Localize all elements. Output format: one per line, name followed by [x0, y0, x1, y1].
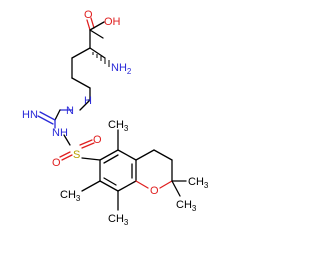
bond-co	[89, 29, 104, 39]
ring-bond-2	[117, 149, 137, 161]
ring-bond-5	[99, 180, 119, 192]
bond-chain-3	[71, 77, 91, 89]
bond-s-o-right-b	[81, 142, 95, 149]
label-n-h-top: H	[84, 95, 92, 107]
bond-nh-s	[63, 134, 71, 146]
methyl-bonds	[81, 129, 119, 211]
label-o-carbonyl: O	[84, 9, 93, 21]
ring-bond-4	[117, 180, 137, 192]
bond-c-o-double-b	[90, 17, 95, 29]
bond-c-o-double-a	[86, 19, 91, 31]
ring-inner-1	[103, 154, 119, 164]
bond-chain-n	[79, 99, 91, 111]
bond-s-ring	[81, 157, 101, 161]
label-o-sulfonyl-right: O	[93, 134, 102, 146]
label-n-guanidine: N	[66, 105, 74, 117]
pyran-bond-1	[135, 149, 155, 161]
label-ch3-bottom: CH3	[108, 213, 129, 227]
label-o-sulfonyl-left: O	[52, 157, 61, 169]
sulfonyl-bonds	[59, 139, 101, 161]
label-nh-sulfonyl: NH	[52, 127, 68, 139]
pyran-bond-5	[135, 180, 149, 189]
atom-labels: OH O NH2 H N HN NH S O O CH3 CH3 CH3 O C…	[22, 9, 209, 227]
label-hn-imine: HN	[22, 109, 38, 121]
bond-c-oh	[89, 21, 105, 31]
label-nh2: NH2	[111, 62, 132, 76]
label-o-ring: O	[150, 185, 159, 197]
label-ch3-gem2: CH3	[176, 199, 197, 213]
pyran-bond-4	[159, 180, 173, 189]
molecule-structure: OH O NH2 H N HN NH S O O CH3 CH3 CH3 O C…	[22, 9, 209, 227]
bond-s-o-left-a	[61, 154, 73, 161]
bond-imine-b	[37, 115, 54, 125]
label-ch3-top: CH3	[108, 119, 129, 133]
bond-c-center-a	[54, 109, 61, 121]
bond-gem-2	[171, 180, 181, 197]
label-ch3-left: CH3	[60, 189, 81, 203]
guanidine-bonds	[37, 77, 91, 146]
aromatic-ring	[99, 149, 137, 192]
pyran-ring	[135, 149, 187, 197]
pyran-bond-2	[153, 149, 173, 161]
label-ch3-gem1: CH3	[188, 176, 209, 190]
label-oh: OH	[104, 16, 121, 28]
hashed-wedge-nh2	[92, 52, 110, 67]
bond-imine-a	[39, 111, 56, 121]
backbone-bonds	[71, 17, 106, 101]
ring-bond-1	[99, 149, 119, 161]
bond-methyl-left	[81, 180, 101, 192]
label-s: S	[73, 149, 80, 161]
bond-chain-1	[71, 47, 91, 59]
bond-s-o-right-a	[79, 139, 93, 146]
ring-inner-3	[103, 177, 117, 186]
bond-alpha-b	[89, 47, 106, 59]
bond-s-o-left-b	[59, 151, 71, 158]
